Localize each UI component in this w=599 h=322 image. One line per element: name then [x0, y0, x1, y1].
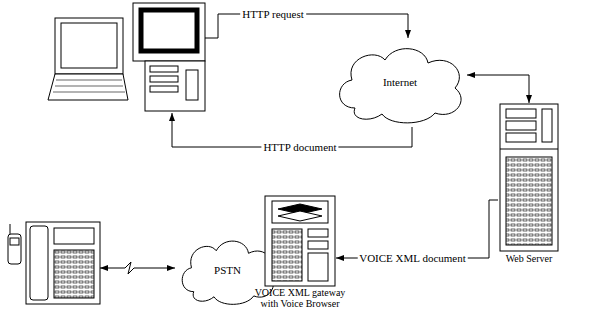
laptop — [48, 18, 128, 100]
server-icon — [500, 104, 558, 251]
drive-bay — [150, 66, 178, 72]
node-label: VOICE XML gateway with Voice Browser — [250, 287, 350, 309]
server-icon — [498, 103, 560, 253]
monitor-screen — [139, 8, 199, 53]
front-panel — [308, 253, 328, 281]
case-seam — [500, 149, 558, 150]
internet-cloud: Internet — [330, 38, 470, 126]
laptop-keys — [53, 80, 125, 92]
front-panel — [186, 70, 198, 100]
desk-phone-display — [54, 228, 94, 244]
vent-grille — [506, 157, 552, 245]
mobile-phone — [8, 234, 21, 264]
desktop-computer — [133, 3, 205, 111]
desk-phone-keypad — [54, 250, 94, 298]
drive-bay — [506, 121, 536, 130]
connector — [336, 200, 498, 258]
laptop-screen — [55, 18, 123, 74]
laptop-base — [48, 74, 128, 100]
drive-bay — [308, 229, 328, 237]
mobile-display — [10, 238, 19, 245]
cloud-outline — [340, 49, 461, 123]
node-label: PSTN — [214, 263, 241, 275]
gateway-case — [265, 196, 335, 286]
telephones — [8, 222, 175, 304]
router-plate — [278, 211, 322, 221]
line-label: HTTP document — [261, 141, 338, 153]
monitor — [133, 3, 205, 61]
drive-bay — [506, 109, 536, 118]
node-label: Internet — [383, 76, 417, 88]
edge-label: VOICE XML document — [357, 252, 468, 264]
desk-phone — [26, 222, 100, 304]
voicexml-gateway: VOICE XML gateway with Voice Browser — [250, 195, 350, 309]
system-unit — [145, 61, 205, 111]
http-request-line — [205, 14, 408, 38]
monitor-display — [143, 12, 195, 49]
drive-bay — [308, 241, 328, 249]
drive-bay — [150, 86, 178, 92]
drive-bay — [150, 76, 178, 82]
gateway-icon — [264, 195, 336, 287]
web-server: Web Server — [498, 103, 560, 264]
desk-phone-handset — [30, 226, 48, 300]
connector — [467, 75, 529, 103]
gateway-icon — [265, 196, 335, 286]
drive-bay — [506, 133, 536, 142]
laptop-display — [61, 23, 117, 68]
server-case — [500, 104, 558, 251]
mobile-antenna — [10, 224, 11, 234]
phone-link — [100, 262, 175, 274]
front-panel — [542, 109, 552, 142]
node-label: Web Server — [498, 253, 560, 264]
gateway-module — [272, 201, 328, 223]
line-label: HTTP request — [240, 8, 306, 20]
vent-grille — [272, 229, 302, 281]
